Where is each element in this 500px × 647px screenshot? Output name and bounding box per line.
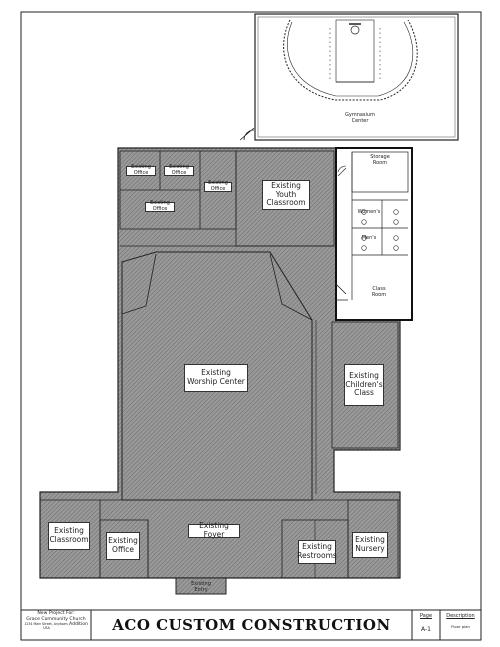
room-label-classroom: Existing Classroom — [48, 522, 90, 550]
room-label-front-office: Existing Office — [106, 532, 140, 560]
project-address: 1234 Main Street, Anytown, USA — [24, 622, 69, 631]
page-value: A-1 — [421, 626, 431, 633]
room-label-office-3: Existing Office — [204, 180, 232, 192]
room-label-entry: Existing Entry — [191, 581, 211, 593]
room-label-foyer: Existing Foyer — [188, 522, 240, 539]
project-line-3: Addition — [69, 622, 88, 628]
project-line-2: Grace Community Church — [26, 616, 86, 622]
room-label-nursery: Existing Nursery — [352, 532, 388, 558]
room-label-new-classroom: Class Room — [371, 286, 387, 298]
project-info: New Project For: Grace Community Church … — [22, 611, 90, 639]
room-label-restrooms: Existing Restrooms — [297, 540, 337, 564]
gym-door-swing — [239, 127, 255, 141]
room-label-worship-center: Existing Worship Center — [184, 364, 248, 392]
sheet-border — [20, 11, 482, 641]
room-label-office-2: Existing Office — [164, 164, 194, 176]
page-label: Page — [419, 613, 433, 619]
new-addition — [335, 147, 413, 321]
description-value: Floor plan — [451, 624, 470, 629]
room-label-storage: Storage Room — [370, 154, 390, 166]
room-label-childrens-class: Existing Children's Class — [344, 364, 384, 406]
title-block-lines — [21, 609, 481, 640]
room-label-office-4: Existing Office — [145, 200, 175, 212]
existing-building — [39, 147, 401, 595]
room-label-womens: Women's — [357, 209, 381, 216]
gymnasium — [254, 13, 459, 141]
room-label-office-1: Existing Office — [126, 164, 156, 176]
room-label-youth-classroom: Existing Youth Classroom — [262, 180, 310, 210]
room-label-gymnasium: Gymnasium Center — [345, 112, 375, 124]
description-label: Description — [446, 613, 475, 619]
project-line-1: New Project For: — [37, 611, 75, 616]
company-name: ACO CUSTOM CONSTRUCTION — [112, 616, 391, 634]
room-label-mens: Men's — [361, 235, 377, 242]
